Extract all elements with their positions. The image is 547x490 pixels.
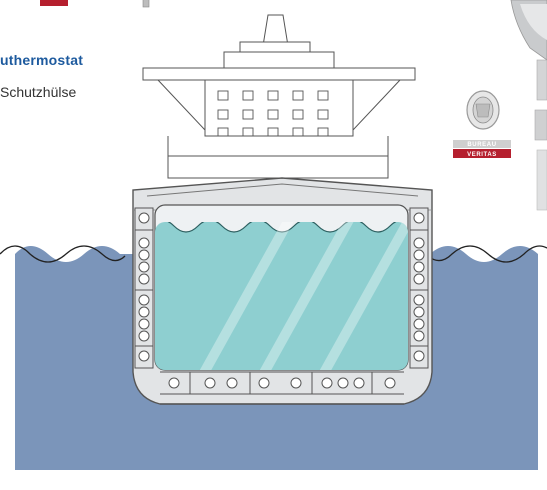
ballast-cells-right bbox=[410, 208, 428, 368]
ship-superstructure bbox=[143, 15, 415, 178]
seal-label-bureau: BUREAU bbox=[467, 142, 496, 148]
cargo-tank bbox=[150, 200, 420, 380]
tank-fluid bbox=[150, 220, 414, 380]
sensor-product-image bbox=[511, 0, 547, 210]
ballast-cells-left bbox=[135, 208, 153, 368]
bureau-veritas-logo-top bbox=[40, 0, 149, 7]
seal-label-veritas: VERITAS bbox=[467, 152, 497, 158]
bureau-veritas-seal: BUREAU VERITAS bbox=[453, 91, 511, 158]
